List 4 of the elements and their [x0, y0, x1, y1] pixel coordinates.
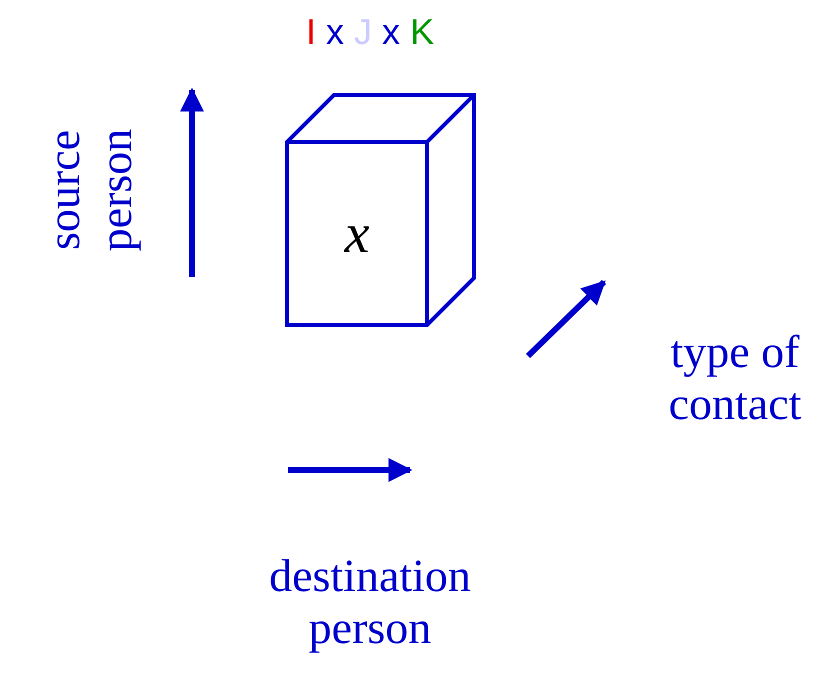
axis-label: destination person [268, 550, 472, 654]
axis-label: type of contact [668, 326, 802, 430]
tensor-symbol: x [344, 206, 370, 262]
axis-label: source person [38, 128, 142, 254]
